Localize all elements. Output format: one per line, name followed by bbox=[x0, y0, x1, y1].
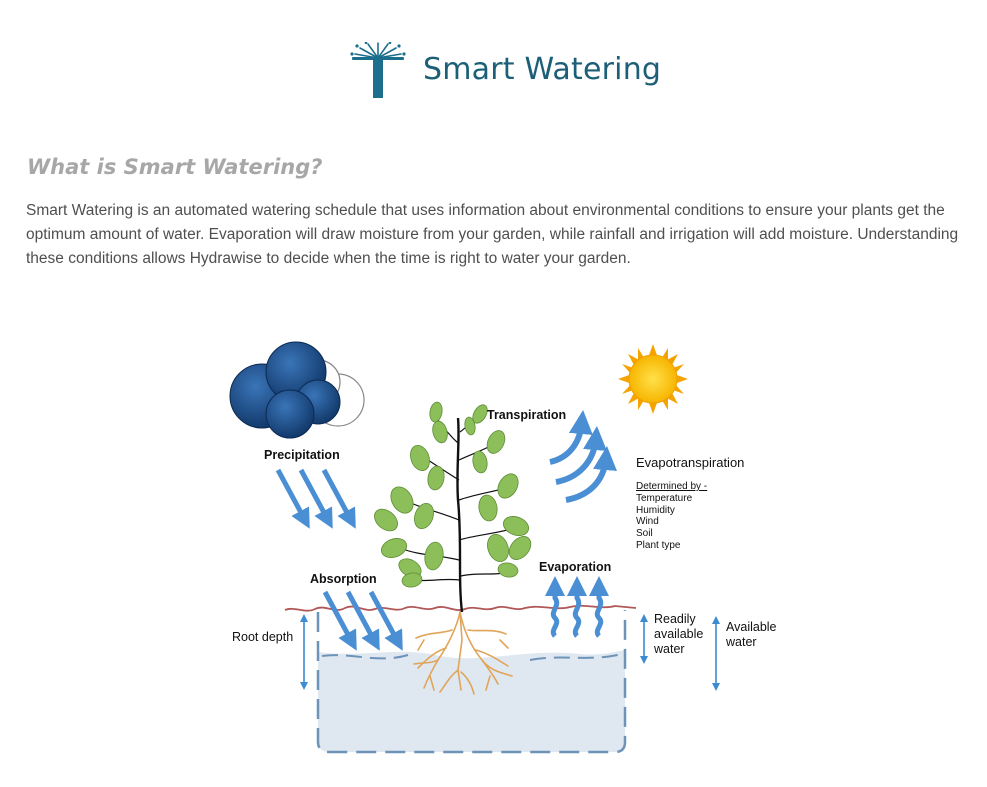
transpiration-label: Transpiration bbox=[487, 408, 566, 422]
plant-roots bbox=[413, 611, 513, 695]
available-water-label-line2: water bbox=[725, 635, 757, 649]
determined-by-label: Determined by - bbox=[636, 481, 707, 492]
intro-paragraph: Smart Watering is an automated watering … bbox=[26, 202, 959, 267]
section-heading: What is Smart Watering? bbox=[27, 155, 323, 179]
transpiration-arrows bbox=[549, 410, 617, 503]
page-title: Smart Watering bbox=[423, 52, 662, 87]
available-water-label-line1: Available bbox=[726, 620, 777, 634]
factor-humidity: Humidity bbox=[636, 505, 675, 516]
page-header: Smart Watering bbox=[0, 40, 987, 104]
factor-temperature: Temperature bbox=[636, 493, 693, 504]
factor-wind: Wind bbox=[636, 516, 659, 527]
precipitation-arrows bbox=[275, 468, 356, 529]
plant bbox=[374, 401, 532, 613]
measurement-arrows bbox=[300, 614, 720, 691]
evapotranspiration-label: Evapotranspiration bbox=[636, 455, 744, 470]
root-depth-label: Root depth bbox=[232, 630, 293, 644]
evaporation-label: Evaporation bbox=[539, 560, 611, 574]
absorption-arrows bbox=[322, 590, 403, 651]
soil-water-area bbox=[316, 610, 627, 754]
sun-icon bbox=[618, 344, 688, 414]
factor-plant-type: Plant type bbox=[636, 540, 681, 551]
absorption-label: Absorption bbox=[310, 572, 377, 586]
readily-available-label-line1: Readily bbox=[654, 612, 696, 626]
factor-soil: Soil bbox=[636, 528, 653, 539]
precipitation-label: Precipitation bbox=[264, 448, 340, 462]
evaporation-arrows bbox=[545, 576, 609, 638]
readily-available-label-line2: available bbox=[654, 627, 703, 641]
sprinkler-icon bbox=[350, 42, 406, 98]
readily-available-label-line3: water bbox=[653, 642, 685, 656]
cloud-icon bbox=[229, 341, 365, 439]
